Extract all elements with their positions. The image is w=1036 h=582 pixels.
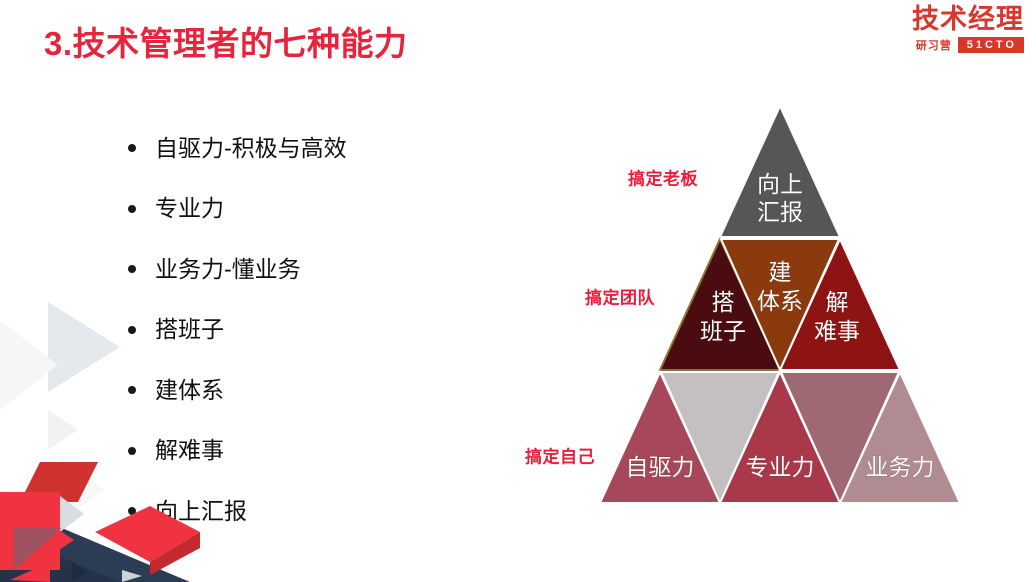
pyramid-cell-bottom-5 xyxy=(838,369,962,504)
pyramid-side-label-middle: 搞定团队 xyxy=(585,287,655,307)
decor-triangle-red-small xyxy=(56,528,74,552)
decor-triangle-hatch xyxy=(14,528,62,570)
logo-sub-text: 研习营 xyxy=(915,40,952,53)
pyramid-cell-top xyxy=(718,103,842,238)
list-item-label: 业务力-懂业务 xyxy=(155,255,301,282)
decorative-corner-graphic xyxy=(0,270,210,582)
bullet-dot-icon xyxy=(128,204,136,213)
pyramid-cell-middle-left-line1: 搭 xyxy=(712,289,735,315)
logo-main-text: 技术经理 xyxy=(912,4,1024,34)
decor-triangle-light-1 xyxy=(60,496,84,532)
pyramid-cell-bottom-5-label: 业务力 xyxy=(866,454,935,480)
bullet-dot-icon xyxy=(128,446,136,455)
list-item-label: 搭班子 xyxy=(155,316,224,343)
capability-pyramid-diagram: 向上 汇报 搭 班子 建 体系 解 难事 自驱力 专业力 业务力 搞定老板 搞定… xyxy=(480,86,1020,526)
bullet-dot-icon xyxy=(128,144,136,153)
list-item: 搭班子 xyxy=(128,300,458,361)
list-item: 向上汇报 xyxy=(128,481,458,542)
pyramid-cell-bottom-3-label: 专业力 xyxy=(746,454,815,480)
bullet-dot-icon xyxy=(128,386,136,395)
list-item-label: 解难事 xyxy=(155,437,224,464)
list-item-label: 建体系 xyxy=(155,376,224,403)
decor-triangle-gray-large xyxy=(48,302,120,392)
decor-triangle-light-2 xyxy=(122,570,142,582)
pyramid-cell-middle-right xyxy=(778,236,902,371)
bullet-dot-icon xyxy=(128,325,136,334)
capability-bullet-list: 自驱力-积极与高效 专业力 业务力-懂业务 搭班子 建体系 解难事 向上汇报 xyxy=(128,118,458,542)
decor-triangle-navy-small xyxy=(72,562,88,582)
pyramid-cell-middle-right-line1: 解 xyxy=(826,289,849,315)
list-item-label: 向上汇报 xyxy=(155,497,247,524)
decor-triangle-gray-faint xyxy=(0,320,58,410)
logo: 技术经理 研习营 51CTO xyxy=(874,6,1024,62)
page-title: 3.技术管理者的七种能力 xyxy=(44,25,408,62)
logo-sub-row: 研习营 51CTO xyxy=(915,37,1024,54)
pyramid-cell-bottom-1-label: 自驱力 xyxy=(626,454,695,480)
pyramid-cell-top-line1: 向上 xyxy=(757,171,803,197)
pyramid-cell-middle-right-line2: 难事 xyxy=(814,318,860,344)
list-item: 专业力 xyxy=(128,179,458,240)
pyramid-cell-middle-left-line2: 班子 xyxy=(700,318,746,344)
pyramid-cell-middle-center-line2: 体系 xyxy=(757,288,803,314)
decor-triangle-red-left xyxy=(10,562,50,582)
pyramid-cell-middle-center-line1: 建 xyxy=(769,259,792,285)
pyramid-cell-top-line2: 汇报 xyxy=(757,199,803,225)
list-item: 自驱力-积极与高效 xyxy=(128,118,458,179)
decor-triangle-gray-small xyxy=(48,410,78,450)
decor-red-diamond-right-shadow xyxy=(150,532,200,575)
pyramid-side-label-bottom: 搞定自己 xyxy=(525,446,595,466)
list-item: 解难事 xyxy=(128,421,458,482)
bullet-dot-icon xyxy=(128,507,136,516)
logo-brand-badge: 51CTO xyxy=(957,37,1024,54)
bullet-dot-icon xyxy=(128,265,136,274)
pyramid-side-label-top: 搞定老板 xyxy=(628,168,698,188)
list-item: 业务力-懂业务 xyxy=(128,239,458,300)
decor-red-diamond-right xyxy=(95,506,200,562)
list-item-label: 自驱力-积极与高效 xyxy=(155,134,347,161)
list-item-label: 专业力 xyxy=(155,195,224,222)
list-item: 建体系 xyxy=(128,360,458,421)
